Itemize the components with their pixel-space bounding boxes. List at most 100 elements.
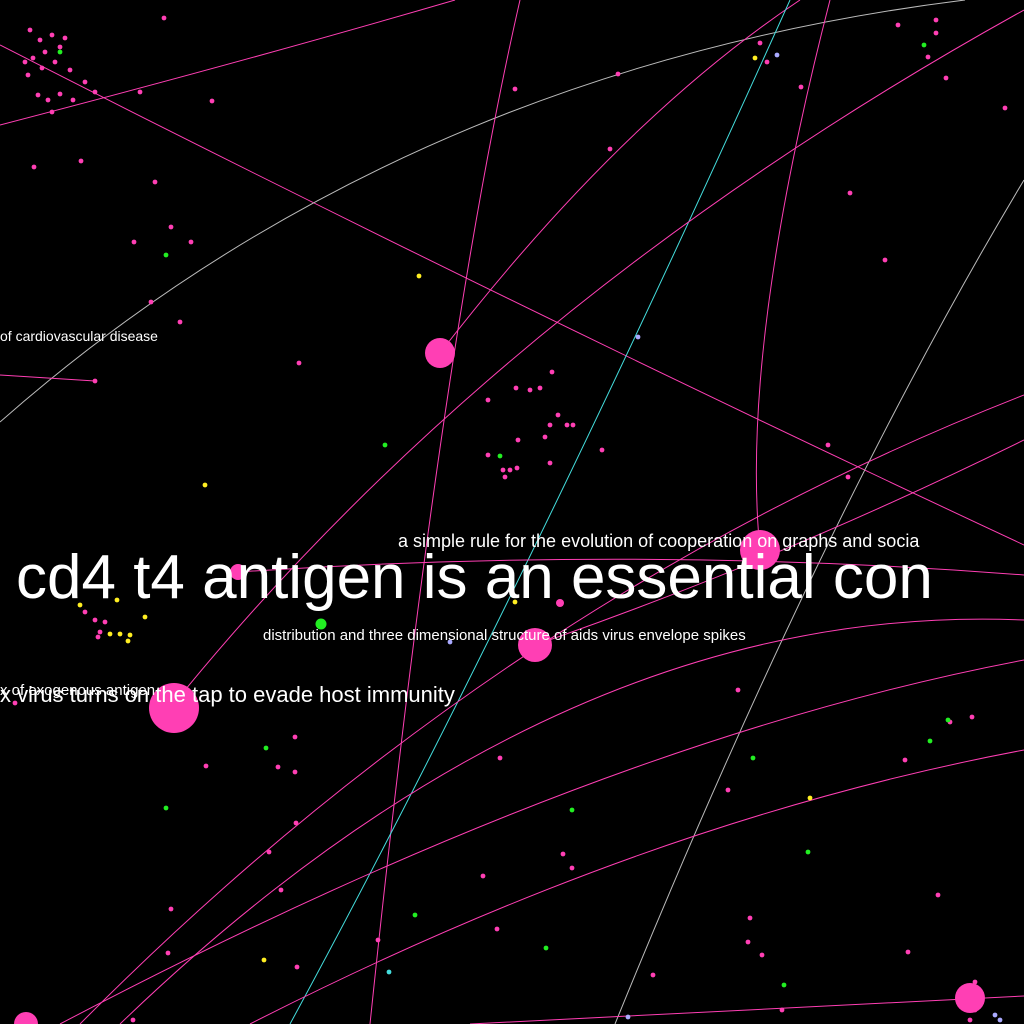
paper-node[interactable]: [805, 849, 811, 855]
paper-node[interactable]: [57, 44, 63, 50]
paper-node[interactable]: [125, 638, 131, 644]
paper-node[interactable]: [514, 465, 520, 471]
paper-node[interactable]: [209, 98, 215, 104]
paper-node[interactable]: [278, 887, 284, 893]
paper-node[interactable]: [30, 55, 36, 61]
paper-node[interactable]: [757, 40, 763, 46]
paper-node[interactable]: [779, 1007, 785, 1013]
paper-node[interactable]: [165, 950, 171, 956]
paper-node[interactable]: [292, 769, 298, 775]
paper-node[interactable]: [266, 849, 272, 855]
paper-node[interactable]: [92, 89, 98, 95]
paper-node[interactable]: [512, 599, 518, 605]
paper-node[interactable]: [49, 109, 55, 115]
node-label-evolution-of-cooperation[interactable]: a simple rule for the evolution of coope…: [398, 531, 920, 551]
paper-node[interactable]: [556, 599, 564, 607]
paper-node[interactable]: [933, 17, 939, 23]
paper-node[interactable]: [168, 906, 174, 912]
paper-node[interactable]: [130, 1017, 136, 1023]
paper-node[interactable]: [27, 27, 33, 33]
paper-node[interactable]: [127, 632, 133, 638]
paper-node[interactable]: [921, 42, 927, 48]
paper-node[interactable]: [39, 65, 45, 71]
paper-node[interactable]: [500, 467, 506, 473]
paper-node-highly-cited[interactable]: [518, 628, 552, 662]
paper-node[interactable]: [77, 602, 83, 608]
paper-node[interactable]: [513, 385, 519, 391]
paper-node[interactable]: [502, 474, 508, 480]
paper-node[interactable]: [294, 964, 300, 970]
paper-node[interactable]: [759, 952, 765, 958]
paper-node[interactable]: [570, 422, 576, 428]
paper-node[interactable]: [25, 72, 31, 78]
paper-node[interactable]: [845, 474, 851, 480]
paper-node[interactable]: [543, 945, 549, 951]
paper-node[interactable]: [752, 55, 758, 61]
paper-node[interactable]: [161, 15, 167, 21]
paper-node[interactable]: [92, 378, 98, 384]
paper-node[interactable]: [292, 734, 298, 740]
paper-node[interactable]: [882, 257, 888, 263]
paper-node[interactable]: [148, 299, 154, 305]
paper-node[interactable]: [895, 22, 901, 28]
node-label-aids-virus-envelope-spikes[interactable]: distribution and three dimensional struc…: [263, 627, 746, 644]
paper-node[interactable]: [497, 453, 503, 459]
paper-node[interactable]: [114, 597, 120, 603]
paper-node[interactable]: [781, 982, 787, 988]
paper-node[interactable]: [615, 71, 621, 77]
paper-node[interactable]: [203, 763, 209, 769]
paper-node[interactable]: [798, 84, 804, 90]
paper-node[interactable]: [131, 239, 137, 245]
node-label-cd4-t4-antigen[interactable]: cd4 t4 antigen is an essential con: [16, 543, 933, 612]
paper-node[interactable]: [527, 387, 533, 393]
paper-node[interactable]: [537, 385, 543, 391]
paper-node[interactable]: [412, 912, 418, 918]
paper-node[interactable]: [12, 700, 18, 706]
paper-node[interactable]: [997, 1017, 1003, 1023]
paper-node-highly-cited[interactable]: [740, 530, 780, 570]
paper-node[interactable]: [382, 442, 388, 448]
paper-node[interactable]: [515, 437, 521, 443]
paper-node[interactable]: [82, 609, 88, 615]
paper-node[interactable]: [416, 273, 422, 279]
node-label-virus-evade-host-immunity[interactable]: x virus turns on the tap to evade host i…: [0, 682, 455, 707]
paper-node[interactable]: [745, 939, 751, 945]
paper-node[interactable]: [137, 89, 143, 95]
paper-node[interactable]: [485, 452, 491, 458]
paper-node[interactable]: [168, 224, 174, 230]
paper-node[interactable]: [45, 97, 51, 103]
paper-node[interactable]: [764, 59, 770, 65]
paper-node[interactable]: [22, 59, 28, 65]
paper-node[interactable]: [177, 319, 183, 325]
paper-node[interactable]: [650, 972, 656, 978]
paper-node[interactable]: [750, 755, 756, 761]
paper-node[interactable]: [82, 79, 88, 85]
paper-node[interactable]: [163, 252, 169, 258]
paper-node[interactable]: [447, 639, 453, 645]
paper-node[interactable]: [902, 757, 908, 763]
node-label-cardiovascular-disease[interactable]: of cardiovascular disease: [0, 328, 158, 344]
paper-node[interactable]: [560, 851, 566, 857]
paper-node[interactable]: [935, 892, 941, 898]
node-label-exogenous-antigen[interactable]: x of exogenous antigen: [0, 682, 155, 699]
paper-node[interactable]: [933, 30, 939, 36]
paper-node[interactable]: [263, 745, 269, 751]
paper-node[interactable]: [927, 738, 933, 744]
paper-node[interactable]: [969, 714, 975, 720]
paper-node[interactable]: [152, 179, 158, 185]
paper-node[interactable]: [497, 755, 503, 761]
paper-node[interactable]: [547, 422, 553, 428]
paper-node-highly-cited[interactable]: [955, 983, 985, 1013]
paper-node[interactable]: [62, 35, 68, 41]
paper-node[interactable]: [847, 190, 853, 196]
paper-node-highly-cited[interactable]: [425, 338, 455, 368]
paper-node[interactable]: [102, 619, 108, 625]
paper-node[interactable]: [967, 1017, 973, 1023]
paper-node[interactable]: [825, 442, 831, 448]
paper-node[interactable]: [607, 146, 613, 152]
paper-node-highly-cited[interactable]: [230, 564, 246, 580]
paper-node[interactable]: [37, 37, 43, 43]
paper-node[interactable]: [107, 631, 113, 637]
paper-node[interactable]: [1002, 105, 1008, 111]
